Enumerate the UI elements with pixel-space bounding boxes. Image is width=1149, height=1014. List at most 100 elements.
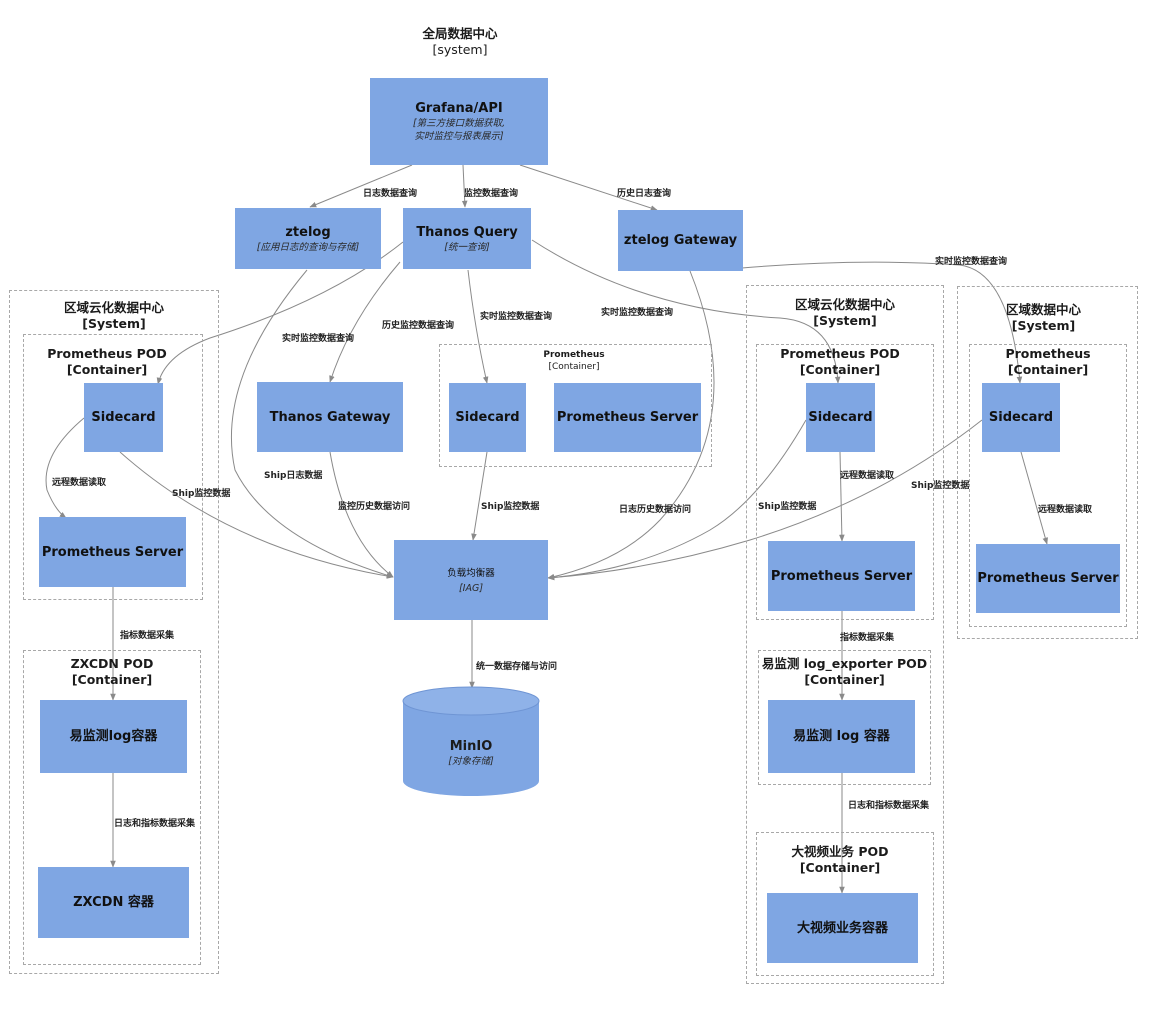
mid-pod1-type: [Container] (799, 362, 881, 377)
right-sidecard-name: Sidecard (988, 410, 1054, 425)
ztelog-gateway-node[interactable]: ztelog Gateway (618, 210, 743, 271)
edge-label-realtime-center: 实时监控数据查询 (480, 312, 553, 322)
minio-label: MinIO [对象存储] (402, 738, 540, 768)
left-sidecard-node[interactable]: Sidecard (84, 383, 163, 452)
right-sidecard-node[interactable]: Sidecard (982, 383, 1060, 452)
edge-left-sidecard-prom-server (45, 417, 85, 519)
edge-label-realtime-left: 实时监控数据查询 (282, 334, 355, 344)
edge-grafana-thanosquery (461, 164, 468, 208)
left-system-title: 区域云化数据中心 [System] (9, 300, 219, 332)
edge-ztelog-gw-right-sidecard (741, 261, 1023, 384)
edge-label-ship-monitor-left: Ship监控数据 (172, 489, 231, 499)
mid-pod2-name: 易监测 log_exporter POD (761, 656, 928, 671)
left-zxcdn-container-node[interactable]: ZXCDN 容器 (38, 867, 189, 938)
mid-prometheus-server-name: Prometheus Server (770, 568, 913, 584)
left-prometheus-server-name: Prometheus Server (41, 544, 184, 560)
edge-grafana-ztelog-gateway (519, 164, 658, 211)
center-prometheus-server-node[interactable]: Prometheus Server (554, 383, 701, 452)
center-prom-type: [Container] (548, 362, 600, 372)
load-balancer-name: 负载均衡器 (447, 568, 495, 579)
mid-video-pod-boundary (756, 832, 934, 976)
global-datacenter-type: [system] (432, 42, 488, 57)
center-sidecard-node[interactable]: Sidecard (449, 383, 526, 452)
mid-sidecard-node[interactable]: Sidecard (806, 383, 875, 452)
load-balancer-node[interactable]: 负载均衡器 [IAG] (394, 540, 548, 620)
left-system-type: [System] (82, 316, 146, 331)
edge-label-remote-read-right: 远程数据读取 (1038, 505, 1093, 515)
mid-log-container-node[interactable]: 易监测 log 容器 (768, 700, 915, 773)
right-prometheus-server-node[interactable]: Prometheus Server (976, 544, 1120, 613)
thanos-gateway-name: Thanos Gateway (269, 409, 391, 425)
grafana-api-name: Grafana/API (415, 101, 503, 116)
edge-right-sidecard-prom (1020, 451, 1048, 545)
right-pod-type: [Container] (1007, 362, 1089, 377)
mid-pod3-type: [Container] (799, 860, 881, 875)
mid-pod1-name: Prometheus POD (780, 346, 900, 361)
global-datacenter-title: 全局数据中心 [system] (380, 26, 540, 58)
left-log-container-node[interactable]: 易监测log容器 (40, 700, 187, 773)
ztelog-gateway-name: ztelog Gateway (623, 233, 738, 248)
edge-label-realtime-right: 实时监控数据查询 (935, 257, 1008, 267)
left-zxcdn-container-name: ZXCDN 容器 (73, 895, 154, 910)
mid-system-name: 区域云化数据中心 (794, 297, 895, 312)
mid-log-exporter-pod-boundary (758, 650, 931, 785)
minio-name: MinIO (449, 739, 493, 754)
mid-video-pod-title: 大视频业务 POD [Container] (756, 844, 924, 876)
left-prometheus-server-node[interactable]: Prometheus Server (39, 517, 186, 587)
thanos-gateway-node[interactable]: Thanos Gateway (257, 382, 403, 452)
ztelog-desc: [应用日志的查询与存储] (256, 241, 360, 253)
left-zxcdn-pod-title: ZXCDN POD [Container] (23, 656, 201, 688)
mid-system-title: 区域云化数据中心 [System] (746, 297, 944, 329)
right-prometheus-server-name: Prometheus Server (977, 571, 1119, 586)
center-prom-name: Prometheus (543, 350, 605, 360)
edge-query-thanos-gateway (329, 261, 401, 383)
mid-pod2-type: [Container] (804, 672, 885, 687)
center-prometheus-boundary (439, 344, 712, 467)
edge-label-log-metric-collect-left: 日志和指标数据采集 (114, 819, 196, 829)
edge-left-sidecard-lb (119, 451, 394, 579)
edge-label-log-history-access: 日志历史数据访问 (619, 505, 692, 515)
thanos-query-desc: [统一查询] (444, 241, 490, 253)
edge-mid-sidecard-lb (547, 419, 807, 581)
center-prometheus-server-name: Prometheus Server (556, 410, 699, 425)
left-pod2-type: [Container] (71, 672, 153, 687)
minio-cylinder[interactable] (402, 686, 540, 798)
mid-video-container-name: 大视频业务容器 (796, 920, 888, 936)
load-balancer-desc: [IAG] (458, 583, 484, 594)
left-pod2-name: ZXCDN POD (70, 656, 154, 671)
edge-label-log-query: 日志数据查询 (363, 189, 418, 199)
grafana-api-desc: [第三方接口数据获取, 实时监控与报表展示] (412, 118, 506, 142)
thanos-query-node[interactable]: Thanos Query [统一查询] (403, 208, 531, 269)
right-system-title: 区域数据中心 [System] (957, 302, 1130, 334)
mid-system-boundary (746, 285, 944, 984)
right-prometheus-pod-title: Prometheus [Container] (969, 346, 1127, 378)
mid-video-container-node[interactable]: 大视频业务容器 (767, 893, 918, 963)
mid-prometheus-server-node[interactable]: Prometheus Server (768, 541, 915, 611)
left-pod1-name: Prometheus POD (47, 346, 167, 361)
edge-label-metric-collect-mid: 指标数据采集 (840, 633, 895, 643)
right-pod-name: Prometheus (1005, 346, 1091, 361)
edge-label-history-monitor-query: 历史监控数据查询 (382, 321, 455, 331)
left-sidecard-name: Sidecard (91, 410, 156, 425)
center-prometheus-title: Prometheus [Container] (530, 349, 618, 373)
edge-label-ship-monitor-mid: Ship监控数据 (758, 502, 817, 512)
right-system-type: [System] (1011, 318, 1076, 333)
edge-label-ship-log: Ship日志数据 (264, 471, 323, 481)
mid-system-type: [System] (813, 313, 877, 328)
thanos-query-name: Thanos Query (416, 224, 518, 240)
edge-label-unified-storage: 统一数据存储与访问 (476, 662, 558, 672)
edge-label-remote-read-mid: 远程数据读取 (840, 471, 895, 481)
mid-prometheus-pod-boundary (756, 344, 934, 620)
edge-label-metric-collect-left: 指标数据采集 (120, 631, 175, 641)
edge-label-ship-monitor-center: Ship监控数据 (481, 502, 540, 512)
grafana-api-node[interactable]: Grafana/API [第三方接口数据获取, 实时监控与报表展示] (370, 78, 548, 165)
edge-label-realtime-mid: 实时监控数据查询 (601, 308, 674, 318)
global-datacenter-name: 全局数据中心 (422, 26, 498, 41)
left-system-boundary (9, 290, 219, 974)
mid-sidecard-name: Sidecard (808, 410, 873, 425)
edge-thanos-gateway-lb (329, 451, 394, 578)
ztelog-node[interactable]: ztelog [应用日志的查询与存储] (235, 208, 381, 269)
edge-ztelog-lb (230, 269, 394, 578)
minio-desc: [对象存储] (448, 756, 494, 767)
edge-query-mid-sidecard (531, 239, 841, 384)
